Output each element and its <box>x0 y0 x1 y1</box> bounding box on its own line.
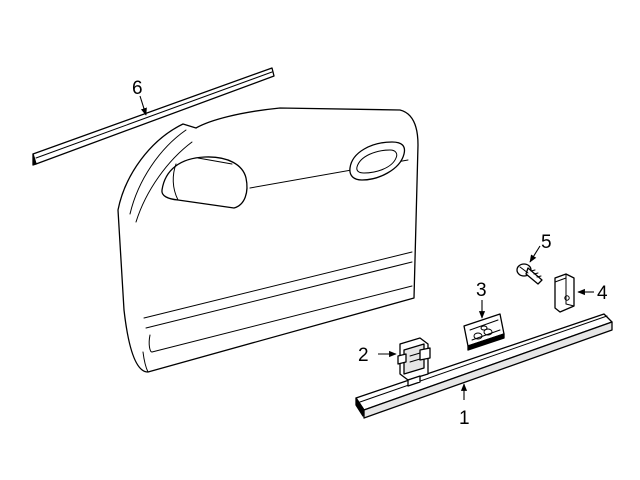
callout-2: 2 <box>358 345 369 366</box>
side-mirror <box>161 156 248 209</box>
retainer-bracket-part-3 <box>463 313 505 351</box>
clip-nut-part-4 <box>554 273 575 313</box>
callout-5: 5 <box>541 232 552 253</box>
belt-molding-part-6 <box>32 67 275 166</box>
callout-1: 1 <box>459 408 470 429</box>
callout-6: 6 <box>132 78 143 99</box>
body-side-molding-part-1 <box>355 313 613 419</box>
callout-labels: 6 5 4 3 2 1 <box>132 78 608 429</box>
leader-line-6 <box>139 95 147 116</box>
molding-clip-part-2 <box>397 337 431 387</box>
front-door-shell <box>117 107 419 373</box>
callout-4: 4 <box>597 283 608 304</box>
screw-part-5 <box>516 263 543 285</box>
leader-lines <box>139 95 594 400</box>
leader-line-5 <box>529 245 541 263</box>
callout-3: 3 <box>476 280 487 301</box>
